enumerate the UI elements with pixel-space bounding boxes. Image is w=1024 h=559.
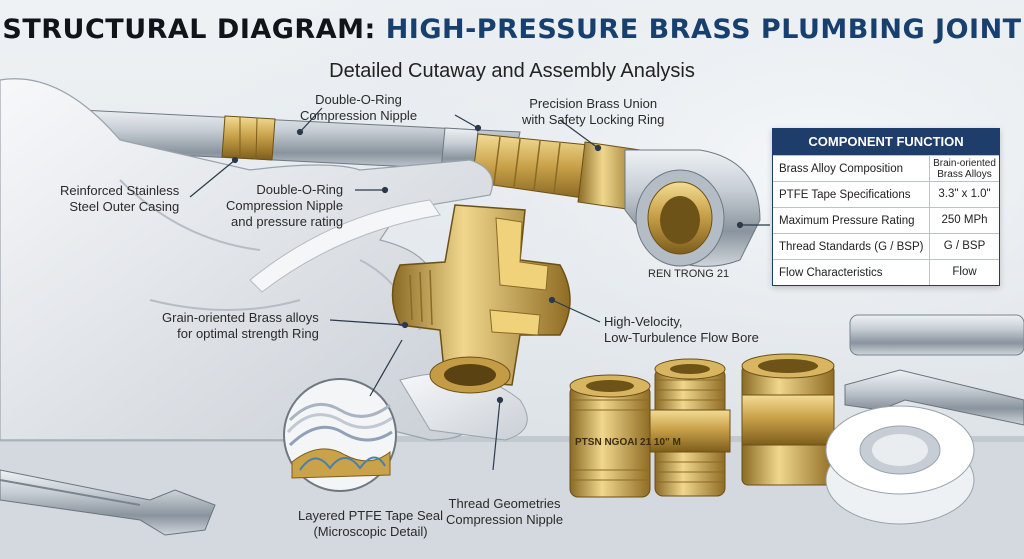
brass-nipple-1 (569, 374, 651, 498)
callout-text: and pressure rating (231, 214, 344, 229)
table-row: PTFE Tape Specifications 3.3" x 1.0" (773, 181, 999, 207)
row-value: Brain-oriented Brass Alloys (933, 157, 996, 180)
table-title: COMPONENT FUNCTION (773, 129, 999, 155)
callout-text: Compression Nipple (226, 198, 344, 213)
fitting-stamp: PTSN NGOAI 21 10" M (575, 437, 681, 448)
callout-text: for optimal strength Ring (177, 326, 319, 341)
table-row: Flow Characteristics Flow (773, 259, 999, 285)
row-value: 250 MPh (941, 214, 988, 226)
right-pipe (849, 314, 1024, 356)
callout-text: (Microscopic Detail) (313, 524, 428, 539)
title-part-1: STRUCTURAL DIAGRAM: (2, 14, 376, 45)
gloved-hand (0, 78, 528, 441)
wrench-right (844, 369, 1024, 426)
callout-text: Reinforced Stainless (60, 183, 180, 198)
row-name: Maximum Pressure Rating (773, 208, 930, 233)
callout-union: Precision Brass Union with Safety Lockin… (522, 96, 664, 128)
brass-coupling (741, 353, 835, 486)
row-name: Thread Standards (G / BSP) (773, 234, 930, 259)
component-function-table: COMPONENT FUNCTION Brass Alloy Compositi… (772, 128, 1000, 286)
brass-nipple-2 (649, 358, 731, 497)
row-value: G / BSP (943, 240, 986, 252)
row-name: PTFE Tape Specifications (773, 182, 930, 207)
callout-thread: Thread Geometries Compression Nipple (446, 496, 563, 528)
steel-elbow (624, 149, 761, 267)
callout-text: Grain-oriented Brass alloys (162, 310, 319, 325)
callout-text: Compression Nipple (300, 108, 418, 123)
table-row: Brass Alloy Composition Brain-oriented B… (773, 155, 999, 181)
callout-casing: Reinforced Stainless Steel Outer Casing (60, 183, 179, 215)
brass-tee-fitting (391, 204, 571, 394)
table-row: Maximum Pressure Rating 250 MPh (773, 207, 999, 233)
row-value: Flow (952, 266, 977, 278)
callout-text: Double-O-Ring (315, 92, 402, 107)
callout-text: with Safety Locking Ring (522, 112, 665, 127)
callout-text: Compression Nipple (446, 512, 564, 527)
callout-mid-nipple: Double-O-Ring Compression Nipple and pre… (226, 182, 343, 230)
wrench-left (0, 469, 216, 536)
callout-text: High-Velocity, (604, 314, 683, 329)
callout-lines (189, 107, 770, 471)
callout-text: Precision Brass Union (529, 96, 658, 111)
table-row: Thread Standards (G / BSP) G / BSP (773, 233, 999, 259)
callout-ptfe: Layered PTFE Tape Seal (Microscopic Deta… (298, 508, 443, 540)
callout-text: Double-O-Ring (256, 182, 344, 197)
callout-top-nipple: Double-O-Ring Compression Nipple (300, 92, 417, 124)
row-name: Brass Alloy Composition (773, 156, 930, 181)
ptfe-tape-roll (825, 405, 975, 525)
title-part-2: HIGH-PRESSURE BRASS PLUMBING JOINT (385, 14, 1022, 45)
page-title: STRUCTURAL DIAGRAM: HIGH-PRESSURE BRASS … (0, 14, 1024, 45)
subtitle: Detailed Cutaway and Assembly Analysis (329, 60, 695, 82)
callout-text: Thread Geometries (448, 496, 561, 511)
row-name: Flow Characteristics (773, 260, 930, 285)
callout-text: Low-Turbulence Flow Bore (604, 330, 759, 345)
ptfe-detail-inset (283, 378, 397, 492)
row-value: 3.3" x 1.0" (938, 188, 991, 200)
main-pipe (29, 107, 641, 211)
callout-text: Layered PTFE Tape Seal (298, 508, 444, 523)
callout-text: Steel Outer Casing (69, 199, 180, 214)
callout-grain: Grain-oriented Brass alloys for optimal … (162, 310, 319, 342)
elbow-mark: REN TRONG 21 (648, 268, 730, 280)
callout-flow: High-Velocity, Low-Turbulence Flow Bore (604, 314, 759, 346)
